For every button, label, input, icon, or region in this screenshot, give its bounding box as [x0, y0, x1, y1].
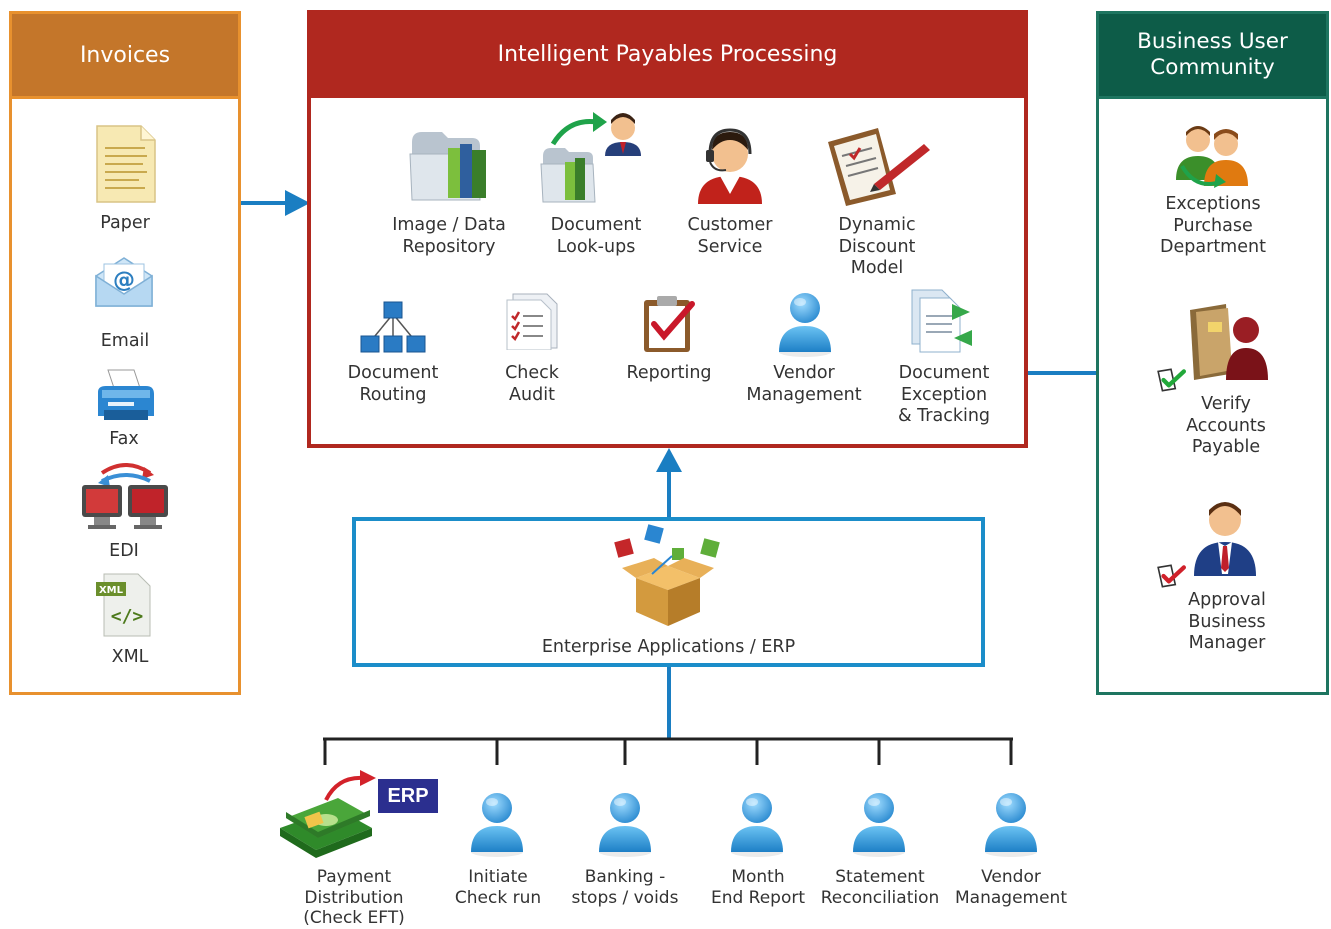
- svg-text:</>: </>: [111, 606, 144, 627]
- paper-document-icon: [93, 124, 159, 204]
- community-item-label: Verify Accounts Payable: [1186, 394, 1266, 457]
- bottom-item-label: Vendor Management: [955, 867, 1067, 908]
- erp-label: Enterprise Applications / ERP: [541, 637, 796, 657]
- svg-text:XML: XML: [99, 585, 124, 596]
- ipp-header: Intelligent Payables Processing: [307, 10, 1028, 98]
- user-icon: [467, 788, 527, 858]
- xml-file-icon: XML </>: [96, 572, 154, 638]
- verify-check-icon: [1154, 365, 1188, 395]
- invoice-item-label: Email: [100, 331, 150, 351]
- network-routing-icon: [360, 300, 426, 356]
- user-icon: [595, 788, 655, 858]
- email-envelope-icon: @: [92, 254, 156, 310]
- bottom-item-label: Initiate Check run: [454, 867, 542, 908]
- ipp-item-label: Document Routing: [347, 363, 439, 405]
- bottom-item-label: Statement Reconciliation: [820, 867, 940, 908]
- erp-tag-text: ERP: [387, 784, 429, 807]
- bottom-item-label: Banking - stops / voids: [571, 867, 679, 908]
- ipp-item-label: Dynamic Discount Model: [838, 215, 916, 278]
- payment-to-erp-arrow: [324, 770, 376, 801]
- bottom-item-label: Month End Report: [710, 867, 806, 908]
- user-icon: [981, 788, 1041, 858]
- user-icon: [775, 288, 835, 358]
- invoices-to-ipp-arrow: [241, 190, 310, 216]
- businessman-icon: [1190, 496, 1260, 578]
- folder-books-icon: [408, 124, 492, 204]
- invoice-item-label: Paper: [100, 213, 150, 233]
- invoices-title: Invoices: [79, 42, 171, 68]
- fax-machine-icon: [94, 366, 156, 424]
- ipp-title: Intelligent Payables Processing: [497, 41, 838, 67]
- money-stack-icon: [276, 784, 376, 862]
- community-title: Business User Community: [1137, 29, 1288, 80]
- erp-to-ipp-arrow: [656, 448, 682, 518]
- headset-agent-icon: [690, 124, 770, 206]
- edi-computers-icon: [80, 459, 172, 535]
- document-exchange-icon: [906, 286, 976, 356]
- approval-check-icon: [1154, 561, 1188, 591]
- ipp-item-label: Image / Data Repository: [392, 215, 506, 257]
- community-header-rule: [1099, 96, 1326, 99]
- clipboard-check-icon: [640, 294, 698, 354]
- ipp-item-label: Vendor Management: [746, 363, 862, 405]
- user-icon: [849, 788, 909, 858]
- ipp-item-label: Document Look-ups: [550, 215, 642, 257]
- invoice-item-label: EDI: [109, 541, 139, 561]
- folder-user-icon: [1186, 300, 1272, 380]
- bottom-item-label: Payment Distribution (Check EFT): [303, 867, 405, 928]
- community-header: Business User Community: [1099, 14, 1326, 96]
- users-exchange-icon: [1172, 120, 1254, 194]
- ipp-item-label: Reporting: [626, 363, 712, 383]
- community-item-label: Approval Business Manager: [1188, 590, 1266, 653]
- invoice-item-label: XML: [111, 647, 149, 667]
- community-item-label: Exceptions Purchase Department: [1160, 194, 1266, 257]
- ipp-item-label: Customer Service: [687, 215, 773, 257]
- document-lookup-icon: [535, 108, 647, 204]
- svg-text:@: @: [113, 268, 135, 293]
- invoice-item-label: Fax: [109, 429, 139, 449]
- invoices-header: Invoices: [12, 14, 238, 96]
- checklist-icon: [503, 290, 563, 351]
- clipboard-pen-icon: [824, 124, 934, 206]
- box-cubes-icon: [612, 524, 724, 628]
- ipp-item-label: Document Exception & Tracking: [897, 363, 991, 426]
- bottom-tree: [323, 737, 1013, 765]
- user-icon: [727, 788, 787, 858]
- ipp-item-label: Check Audit: [505, 363, 559, 405]
- invoices-header-rule: [12, 96, 238, 99]
- erp-tag: ERP: [378, 779, 438, 813]
